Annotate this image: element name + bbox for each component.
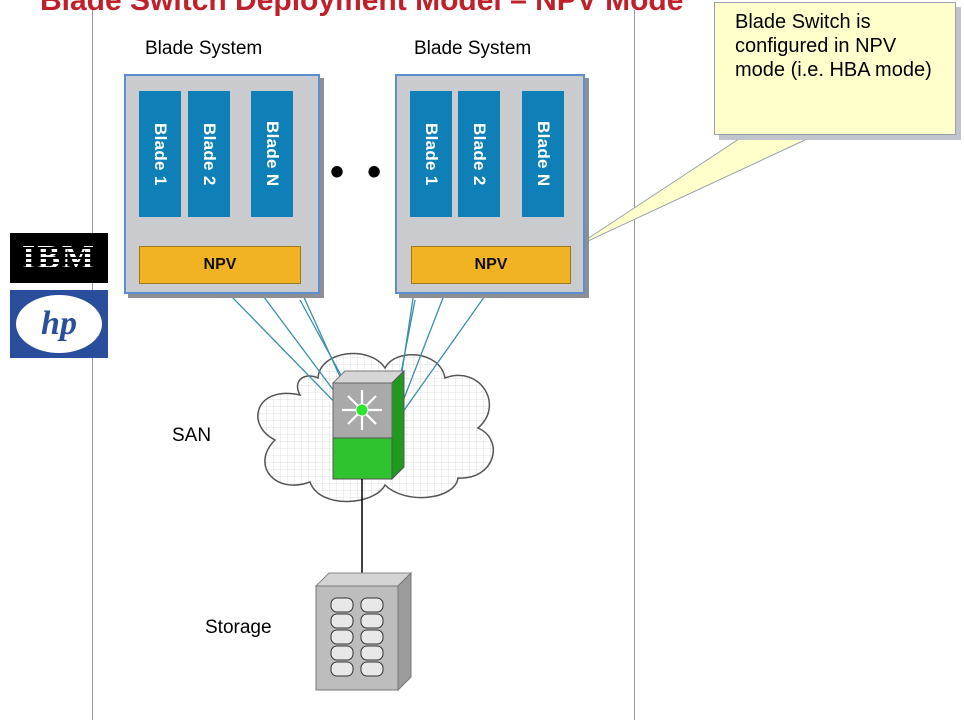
blade-system-2-label: Blade System xyxy=(414,38,532,59)
san-label: SAN xyxy=(172,425,212,446)
callout-pointer xyxy=(574,132,821,248)
blade-n-system-1: Blade N xyxy=(251,91,293,217)
slide-title: Blade Switch Deployment Model – NPV Mode xyxy=(40,0,684,17)
blade-label: Blade N xyxy=(263,121,282,187)
npv-bar-system-1: NPV xyxy=(139,246,301,284)
blade-1-system-2: Blade 1 xyxy=(410,91,452,217)
hp-logo: hp xyxy=(10,290,108,358)
blade-label: Blade 2 xyxy=(200,122,219,186)
npv-bar-system-2: NPV xyxy=(411,246,571,284)
blade-label: Blade 1 xyxy=(151,122,170,186)
storage-array-icon xyxy=(314,571,413,692)
blade-2-system-1: Blade 2 xyxy=(188,91,230,217)
blade-label: Blade 2 xyxy=(470,122,489,186)
blade-label: Blade N xyxy=(534,121,553,187)
fabric-switch xyxy=(331,369,406,481)
blade-2-system-2: Blade 2 xyxy=(458,91,500,217)
diagram-frame xyxy=(92,10,635,720)
blade-n-system-2: Blade N xyxy=(522,91,564,217)
ibm-logo-text: IBM xyxy=(22,239,96,276)
blade-system-1-label: Blade System xyxy=(145,38,263,59)
ibm-logo: IBM xyxy=(10,233,108,283)
blade-1-system-1: Blade 1 xyxy=(139,91,181,217)
hp-logo-text: hp xyxy=(41,305,77,342)
storage-label: Storage xyxy=(205,617,272,638)
blade-label: Blade 1 xyxy=(422,122,441,186)
npv-callout: Blade Switch is configured in NPV mode (… xyxy=(714,2,956,135)
